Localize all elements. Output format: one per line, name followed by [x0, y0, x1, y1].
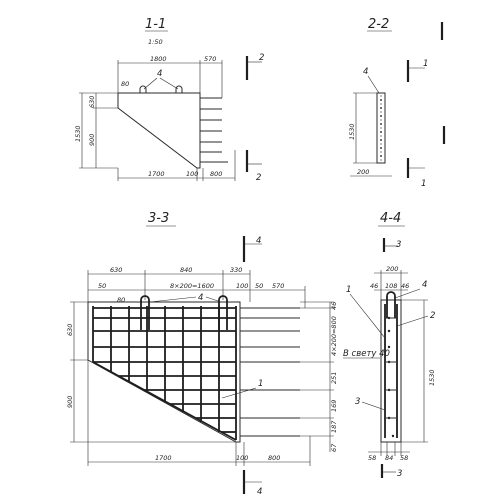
- dim-50b: 50: [255, 282, 263, 290]
- leader-line: [396, 315, 429, 327]
- scale-label: 1:50: [148, 38, 163, 46]
- dim-200: 200: [386, 265, 398, 273]
- dim-46: 46: [330, 302, 338, 310]
- dim-108: 108: [385, 282, 397, 290]
- dim-58a: 58: [368, 454, 376, 462]
- callout-1: 1: [258, 379, 263, 389]
- cut-label-top: 1: [423, 59, 428, 69]
- dim-570: 570: [204, 55, 216, 63]
- dim-80: 80: [117, 296, 125, 304]
- dim-800: 800: [268, 454, 280, 462]
- leader-line: [394, 288, 421, 299]
- callout-2: 2: [430, 311, 435, 321]
- leader-line: [149, 296, 197, 303]
- callout-4: 4: [422, 280, 427, 290]
- projecting-bars: [240, 307, 300, 437]
- panel-outline: [117, 92, 201, 169]
- dim-46a: 46: [370, 282, 378, 290]
- dim-1530: 1530: [428, 369, 436, 386]
- leader-line: [159, 77, 179, 90]
- dim-80: 80: [121, 80, 129, 88]
- dim-900-vertical: 900: [66, 396, 74, 408]
- dim-84: 84: [385, 454, 393, 462]
- section-4-4: 4-4 200 46 108 46 4 1 2 3: [343, 211, 436, 479]
- panel-outline: [87, 301, 241, 443]
- dim-50: 50: [98, 282, 106, 290]
- dim-800: 800: [210, 170, 222, 178]
- dim-200: 200: [357, 168, 369, 176]
- leader-line: [361, 401, 386, 411]
- dim-1800: 1800: [150, 55, 167, 63]
- dim-169: 169: [330, 400, 338, 412]
- cut-label-bottom: 2: [256, 173, 261, 183]
- dim-251: 251: [330, 372, 338, 384]
- dim-630: 630: [110, 266, 122, 274]
- dim-100: 100: [186, 170, 198, 178]
- panel-section: [376, 92, 386, 164]
- cut-label-bottom: 4: [257, 487, 262, 497]
- callout-1: 1: [346, 285, 351, 295]
- dim-8x200: 8×200=1600: [170, 282, 214, 290]
- cut-label-top: 4: [256, 236, 261, 246]
- lifting-hook: [218, 295, 228, 330]
- section-2-2-title: 2-2: [368, 17, 389, 32]
- leader-line: [221, 387, 257, 399]
- rebar-dots: [387, 316, 395, 438]
- cut-label-top: 2: [259, 53, 264, 63]
- leader-line: [349, 293, 386, 339]
- lifting-hook: [175, 85, 183, 93]
- clear-spacing-label: В свету 40: [343, 349, 390, 359]
- leader-line: [205, 296, 222, 303]
- callout-4: 4: [157, 69, 162, 79]
- section-1-1-title: 1-1: [145, 17, 166, 32]
- dim-4x200: 4×200=800: [330, 316, 338, 356]
- cut-label-bottom: 1: [421, 179, 426, 189]
- lifting-hook: [139, 85, 147, 93]
- section-3-3: 3-3: [66, 211, 338, 497]
- dim-100b: 100: [236, 454, 248, 462]
- dim-1700: 1700: [148, 170, 165, 178]
- dim-330: 330: [230, 266, 242, 274]
- leader-line: [143, 77, 158, 90]
- section-2-2: 2-2 4 1530 200 1 1: [348, 17, 446, 189]
- dim-1530: 1530: [74, 125, 82, 142]
- sloped-rebar: [92, 361, 237, 441]
- leader-line: [367, 75, 380, 94]
- dim-1700: 1700: [155, 454, 172, 462]
- cut-label-top: 3: [396, 240, 401, 250]
- panel-section: [380, 299, 402, 443]
- dim-100: 100: [236, 282, 248, 290]
- callout-4: 4: [198, 293, 203, 303]
- dim-840: 840: [180, 266, 192, 274]
- reinforcement-dots: [380, 99, 382, 157]
- dim-58b: 58: [400, 454, 408, 462]
- section-4-4-title: 4-4: [380, 211, 401, 226]
- dim-900: 900: [88, 134, 96, 146]
- dim-46b: 46: [401, 282, 409, 290]
- dim-630: 630: [88, 96, 96, 108]
- section-1-1: 1-1 1:50 1800 570 80 4 630 15: [74, 17, 264, 183]
- cut-label-bottom: 3: [397, 469, 402, 479]
- dim-570: 570: [272, 282, 284, 290]
- callout-3: 3: [355, 397, 360, 407]
- dim-1530: 1530: [348, 123, 356, 140]
- dim-67: 67: [330, 443, 338, 452]
- lifting-hook: [386, 291, 396, 318]
- callout-4: 4: [363, 67, 368, 77]
- section-3-3-title: 3-3: [148, 211, 169, 226]
- dim-187: 187: [330, 420, 338, 433]
- dim-630-vertical: 630: [66, 324, 74, 336]
